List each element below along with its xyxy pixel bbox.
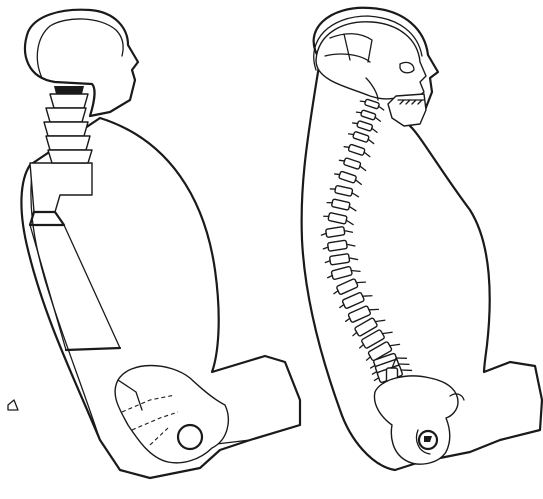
- vertebra: [330, 184, 360, 198]
- vertebra: [323, 239, 356, 252]
- torso-divider-line: [66, 348, 120, 350]
- dummy-head-inner: [37, 19, 123, 78]
- anatomical-model: [302, 8, 542, 470]
- neck-base-block: [30, 163, 92, 212]
- spine: [321, 97, 412, 397]
- neck-segments: [44, 86, 92, 163]
- anatomical-pelvis: [374, 376, 458, 464]
- corner-mark: [8, 400, 18, 410]
- vertebra: [323, 211, 355, 225]
- vertebra: [360, 97, 386, 111]
- chest-block: [30, 225, 120, 350]
- neck-cap: [54, 86, 84, 94]
- vertebra: [348, 130, 376, 145]
- vertebra: [339, 156, 368, 172]
- vertebra: [325, 252, 358, 265]
- vertebra: [326, 264, 360, 281]
- vertebra: [327, 198, 358, 212]
- jaw: [388, 94, 426, 126]
- vertebra: [343, 143, 371, 158]
- mechanical-model: [8, 10, 300, 478]
- vertebra: [356, 108, 382, 122]
- skull: [316, 22, 426, 126]
- upper-torso-block: [30, 212, 64, 225]
- cranium: [316, 22, 426, 99]
- vertebra: [321, 225, 353, 238]
- vertebra: [334, 169, 363, 185]
